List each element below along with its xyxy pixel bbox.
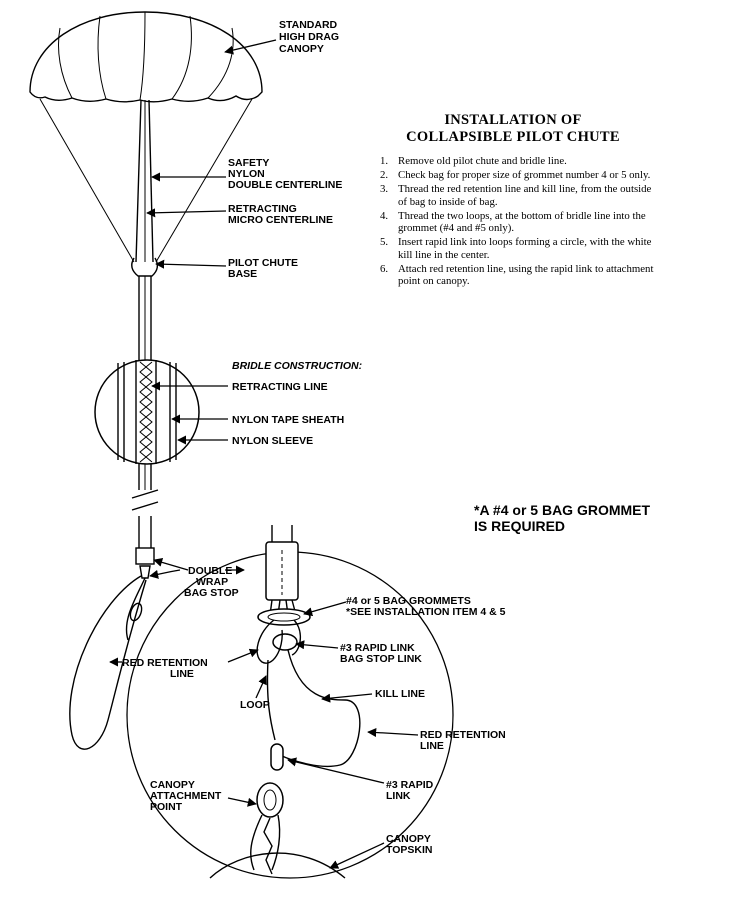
pilot-chute-canopy	[29, 11, 263, 103]
label-bag-grommets: #4 or 5 BAG GROMMETS *SEE INSTALLATION I…	[346, 595, 506, 618]
label-kill-line: KILL LINE	[375, 688, 425, 700]
label-loop: LOOP	[240, 699, 270, 711]
instructions-title: INSTALLATION OF COLLAPSIBLE PILOT CHUTE	[372, 112, 654, 146]
leader-lines	[109, 39, 419, 869]
instruction-step: 3.Thread the red retention line and kill…	[380, 183, 652, 208]
instructions-steps: 1.Remove old pilot chute and bridle line…	[372, 155, 654, 288]
installation-instructions: INSTALLATION OF COLLAPSIBLE PILOT CHUTE …	[372, 112, 654, 289]
label-canopy: STANDARD HIGH DRAG CANOPY	[279, 19, 342, 55]
suspension-lines	[39, 98, 253, 277]
lower-bridle	[69, 516, 155, 750]
label-rapid-link-bag-stop: #3 RAPID LINK BAG STOP LINK	[340, 642, 422, 665]
instruction-step: 5.Insert rapid link into loops forming a…	[380, 236, 652, 261]
detail-assembly	[209, 525, 361, 879]
label-retracting-centerline: RETRACTING MICRO CENTERLINE	[228, 203, 333, 226]
label-bridle-construction: BRIDLE CONSTRUCTION:	[232, 360, 362, 372]
label-nylon-tape-sheath: NYLON TAPE SHEATH	[232, 414, 344, 426]
label-red-retention-line-left: RED RETENTION LINE	[122, 657, 211, 680]
instruction-step: 1.Remove old pilot chute and bridle line…	[380, 155, 567, 167]
instructions-title-line1: INSTALLATION OF	[444, 112, 582, 128]
label-nylon-sleeve: NYLON SLEEVE	[232, 435, 313, 447]
label-canopy-topskin: CANOPY TOPSKIN	[386, 833, 434, 856]
label-safety-centerline: SAFETY NYLON DOUBLE CENTERLINE	[228, 157, 342, 191]
diagram-labels: STANDARD HIGH DRAG CANOPY SAFETY NYLON D…	[122, 19, 654, 856]
instruction-step: 6.Attach red retention line, using the r…	[380, 262, 654, 288]
label-canopy-attachment-point: CANOPY ATTACHMENT POINT	[150, 779, 224, 813]
label-retracting-line: RETRACTING LINE	[232, 381, 328, 393]
bridle-construction-detail	[94, 359, 200, 465]
label-red-retention-line-right: RED RETENTION LINE	[420, 729, 509, 752]
label-rapid-link: #3 RAPID LINK	[386, 779, 436, 802]
label-pilot-chute-base: PILOT CHUTE BASE	[228, 257, 301, 280]
instruction-step: 2.Check bag for proper size of grommet n…	[380, 169, 651, 181]
grommet-note: *A #4 or 5 BAG GROMMET IS REQUIRED	[474, 502, 654, 534]
label-double-wrap-bag-stop: DOUBLE WRAP BAG STOP	[184, 565, 239, 599]
instruction-step: 4.Thread the two loops, at the bottom of…	[380, 209, 646, 235]
instructions-title-line2: COLLAPSIBLE PILOT CHUTE	[406, 129, 620, 145]
